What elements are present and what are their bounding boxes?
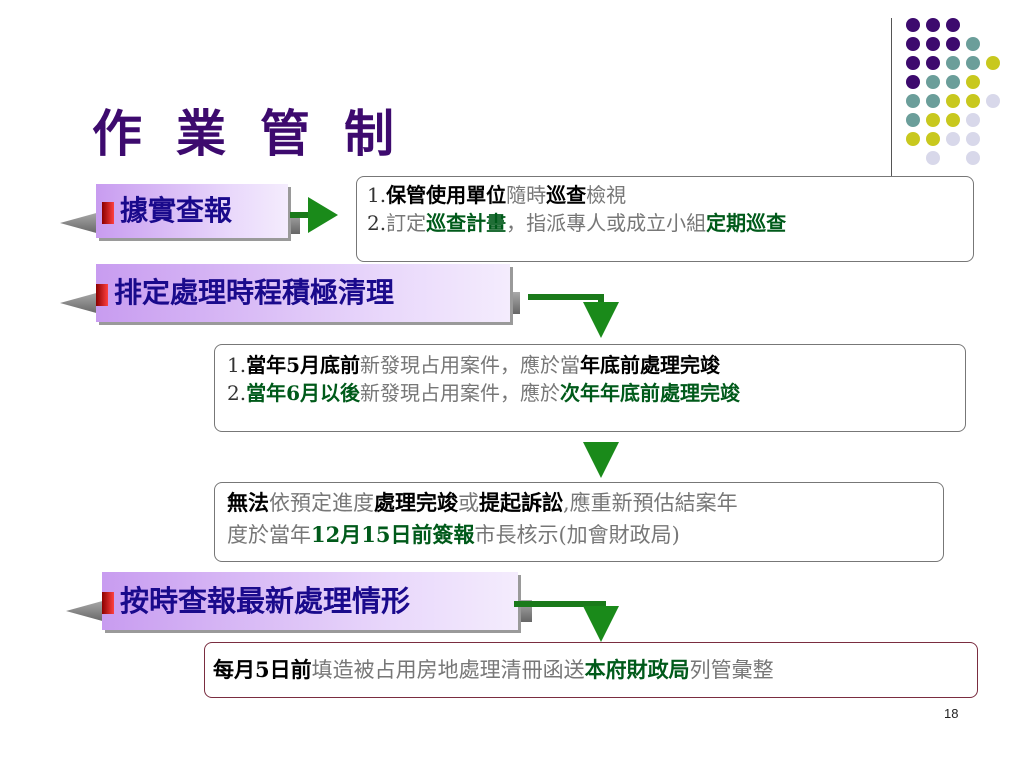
down-arrow-icon bbox=[583, 606, 619, 642]
decorative-dot bbox=[926, 75, 940, 89]
decorative-dot bbox=[926, 132, 940, 146]
red-marker-icon bbox=[102, 592, 114, 614]
down-arrow-icon bbox=[583, 302, 619, 338]
tab-label: 按時查報最新處理情形 bbox=[120, 584, 411, 618]
arrow-stem bbox=[598, 294, 604, 304]
decorative-dot bbox=[986, 94, 1000, 108]
red-marker-icon bbox=[96, 283, 108, 306]
decorative-dot bbox=[946, 37, 960, 51]
tab-monthly-report: 按時查報最新處理情形 bbox=[102, 572, 518, 630]
page-number: 18 bbox=[944, 706, 959, 721]
decorative-dot bbox=[946, 56, 960, 70]
arrow-shaft bbox=[290, 212, 310, 218]
decorative-dot bbox=[946, 18, 960, 32]
arrow-shaft bbox=[514, 601, 606, 607]
tab-schedule: 排定處理時程積極清理 bbox=[96, 264, 510, 322]
decorative-dot bbox=[906, 56, 920, 70]
box-line: 1.保管使用單位隨時巡查檢視 bbox=[367, 183, 627, 207]
decorative-dot bbox=[946, 94, 960, 108]
decorative-dot bbox=[986, 56, 1000, 70]
divider-line bbox=[891, 18, 892, 186]
decorative-dot bbox=[966, 151, 980, 165]
decorative-dot bbox=[966, 75, 980, 89]
title-char: 制 bbox=[344, 104, 394, 163]
box-line: 無法依預定進度處理完竣或提起訴訟,應重新預估結案年 bbox=[227, 490, 738, 515]
decorative-dot bbox=[906, 94, 920, 108]
decorative-dot bbox=[926, 18, 940, 32]
tab-label: 據實查報 bbox=[120, 194, 233, 227]
deadline-box: 1.當年5月底前新發現占用案件，應於當年底前處理完竣 2.當年6月以後新發現占用… bbox=[214, 344, 966, 432]
slide-title: 作業管制 bbox=[92, 94, 428, 166]
decorative-dot bbox=[906, 132, 920, 146]
decorative-dot bbox=[966, 56, 980, 70]
decorative-dot bbox=[926, 94, 940, 108]
decorative-dot bbox=[926, 113, 940, 127]
box-line: 2.當年6月以後新發現占用案件，應於次年年底前處理完竣 bbox=[227, 381, 741, 405]
decorative-dot bbox=[946, 132, 960, 146]
down-arrow-icon bbox=[583, 442, 619, 478]
red-marker-icon bbox=[102, 201, 114, 224]
box-line: 度於當年12月15日前簽報市長核示(加會財政局) bbox=[227, 522, 680, 547]
decorative-dot bbox=[906, 113, 920, 127]
right-arrow-icon bbox=[308, 197, 338, 233]
arrow-stem bbox=[598, 601, 604, 609]
overdue-box: 無法依預定進度處理完竣或提起訴訟,應重新預估結案年 度於當年12月15日前簽報市… bbox=[214, 482, 944, 562]
decorative-dot bbox=[966, 132, 980, 146]
decorative-dot bbox=[906, 37, 920, 51]
decorative-dot bbox=[926, 151, 940, 165]
inspection-box: 1.保管使用單位隨時巡查檢視 2.訂定巡查計畫，指派專人或成立小組定期巡查 bbox=[356, 176, 974, 262]
tab-label: 排定處理時程積極清理 bbox=[114, 276, 395, 309]
decorative-dot bbox=[946, 113, 960, 127]
tab-report: 據實查報 bbox=[96, 184, 288, 238]
decorative-dot bbox=[946, 75, 960, 89]
arrow-shaft bbox=[528, 294, 604, 300]
decorative-dot bbox=[966, 94, 980, 108]
decorative-dot bbox=[906, 75, 920, 89]
decorative-dot bbox=[926, 56, 940, 70]
title-char: 管 bbox=[260, 104, 310, 163]
box-line: 1.當年5月底前新發現占用案件，應於當年底前處理完竣 bbox=[227, 353, 721, 377]
box-line: 2.訂定巡查計畫，指派專人或成立小組定期巡查 bbox=[367, 211, 787, 235]
title-char: 作 bbox=[92, 104, 142, 163]
monthly-box: 每月5日前填造被占用房地處理清冊函送本府財政局列管彙整 bbox=[204, 642, 978, 698]
decorative-dot bbox=[966, 113, 980, 127]
decorative-dot bbox=[966, 37, 980, 51]
decorative-dot bbox=[926, 37, 940, 51]
decorative-dot-grid bbox=[906, 18, 1014, 168]
box-line: 每月5日前填造被占用房地處理清冊函送本府財政局列管彙整 bbox=[213, 657, 774, 682]
title-char: 業 bbox=[176, 104, 226, 163]
decorative-dot bbox=[906, 18, 920, 32]
